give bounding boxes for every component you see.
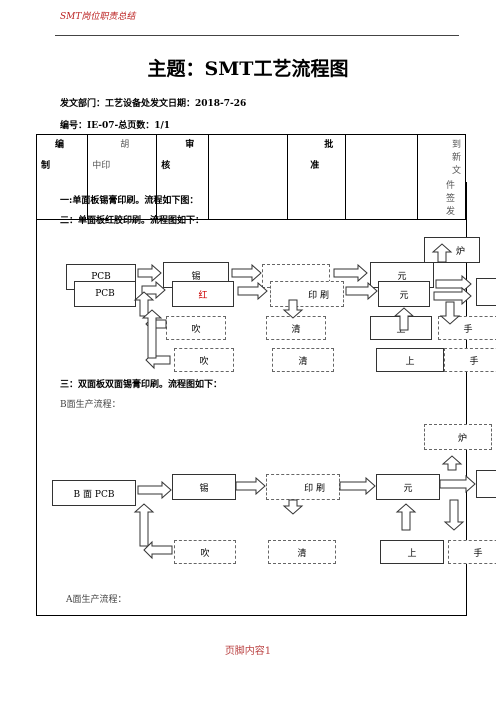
- document-title: 主题：SMT工艺流程图: [147, 58, 349, 80]
- b-hand-box: 手: [448, 540, 496, 564]
- clean-box-back: 清: [266, 316, 326, 340]
- arrow-up-icon: [395, 503, 417, 531]
- arrow-right-icon: [333, 263, 368, 283]
- arrow-right-icon: [137, 263, 162, 283]
- b-clean-box: 清: [268, 540, 336, 564]
- section-3-heading: 三：双面板双面锡膏印刷。流程图如下：: [60, 380, 223, 390]
- furnace-box-back: 炉: [424, 237, 480, 263]
- cell-bianzhi-2: 制: [41, 161, 51, 171]
- arrow-down-icon: [282, 499, 304, 515]
- hand-box: 手: [444, 348, 496, 372]
- content-frame: [36, 182, 467, 616]
- mount-box: 上: [376, 348, 444, 372]
- cell-issue-1: 到新文: [451, 140, 461, 176]
- cell-author-1: 胡: [120, 140, 130, 150]
- doc-number-line: 编号：IE-07-总页数：1/1: [60, 121, 171, 131]
- arrow-up-icon: [431, 243, 453, 263]
- b-side-pcb-box: B 面 PCB: [52, 480, 136, 506]
- arrow-left-icon: [143, 540, 173, 560]
- reflow-box-edge: [476, 278, 496, 306]
- b-print-box: 印 刷: [266, 474, 340, 500]
- arrow-right-icon: [435, 274, 472, 294]
- cell-bianzhi-1: 编: [55, 140, 65, 150]
- section-1-heading: 一:单面板锡膏印刷。流程如下图：: [60, 196, 199, 206]
- arrow-right-icon: [137, 480, 172, 500]
- b-blow-box: 吹: [174, 540, 236, 564]
- running-header: SMT岗位职责总结: [60, 12, 136, 22]
- print-box: 印 刷: [270, 281, 344, 307]
- arrow-up-icon: [393, 307, 415, 331]
- blow-box: 吹: [174, 348, 234, 372]
- arrow-right-icon: [235, 476, 266, 496]
- arrow-up-icon: [141, 309, 163, 359]
- dept-date-line: 发文部门：工艺设备处发文日期：2018-7-26: [60, 99, 247, 109]
- arrow-right-icon: [439, 474, 476, 494]
- clean-box: 清: [272, 348, 334, 372]
- a-side-label: A面生产流程：: [66, 595, 127, 605]
- arrow-up-icon: [441, 455, 463, 471]
- arrow-right-icon: [237, 281, 268, 301]
- header-rule: [55, 35, 459, 36]
- red-glue-box: 红: [172, 281, 234, 307]
- cell-review-1: 审: [185, 140, 195, 150]
- page-footer: 页脚内容1: [224, 646, 272, 657]
- arrow-up-icon: [133, 503, 155, 547]
- arrow-right-icon: [345, 281, 378, 301]
- arrow-right-icon: [231, 263, 262, 283]
- furnace-box: 炉: [424, 424, 492, 450]
- cell-reviewer: [208, 134, 289, 220]
- cell-issue-2: 件签发: [445, 181, 455, 217]
- component-box: 元: [378, 281, 430, 307]
- b-side-label: B面生产流程：: [60, 400, 121, 410]
- section-2-heading: 二：单面板红胶印刷。流程图如下：: [60, 216, 205, 226]
- pcb-box: PCB: [74, 281, 136, 307]
- cell-approve-1: 批: [324, 140, 334, 150]
- cell-author-2: 中印: [92, 161, 111, 171]
- cell-approver: [345, 134, 418, 220]
- arrow-down-icon: [282, 299, 304, 319]
- blow-box-back: 吹: [166, 316, 226, 340]
- b-reflow-box-edge: [476, 470, 496, 498]
- arrow-right-icon: [433, 286, 472, 306]
- approval-table: 编 制 胡 中印 审 核 批 准 到新文 件签发: [35, 134, 467, 220]
- b-mount-box: 上: [380, 540, 444, 564]
- arrow-down-icon: [439, 301, 461, 325]
- arrow-right-icon: [339, 476, 376, 496]
- b-paste-box: 锡: [172, 474, 236, 500]
- arrow-down-icon: [443, 499, 465, 531]
- cell-review-2: 核: [161, 161, 171, 171]
- cell-approve-2: 准: [310, 161, 320, 171]
